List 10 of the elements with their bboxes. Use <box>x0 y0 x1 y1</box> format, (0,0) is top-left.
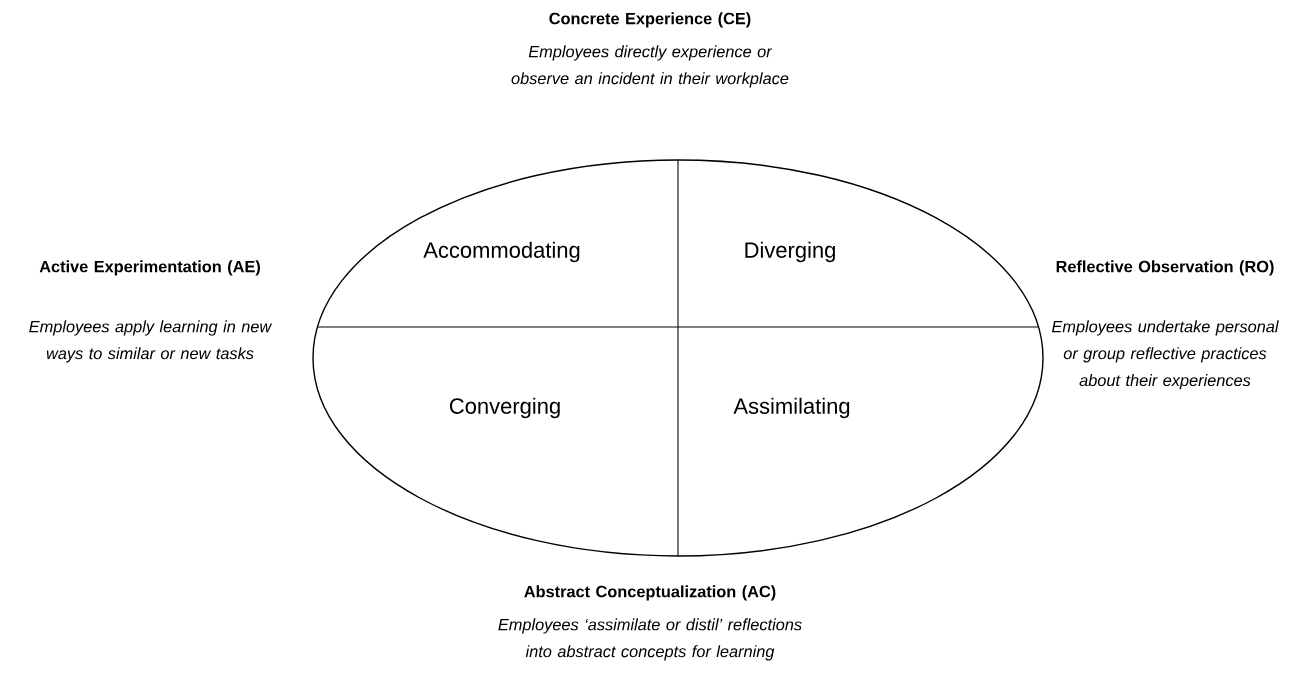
description-text: Employees directly experience or observe an incident in their workplace <box>511 45 789 88</box>
description-text: Employees ‘assimilate or distil’ reflections into abstract concepts for learning <box>498 618 802 661</box>
quadrant-label: Converging <box>449 397 560 419</box>
quadrant-label: Accommodating <box>423 241 580 263</box>
heading: Active Experimentation (AE) <box>39 260 260 276</box>
heading: Concrete Experience (CE) <box>549 12 751 28</box>
heading: Abstract Conceptualization (AC) <box>524 585 776 601</box>
description-text: Employees apply learning in new ways to similar or new tasks <box>29 320 273 363</box>
quadrant-label: Diverging <box>745 241 835 263</box>
quadrant-label: Assimilating <box>733 397 850 419</box>
